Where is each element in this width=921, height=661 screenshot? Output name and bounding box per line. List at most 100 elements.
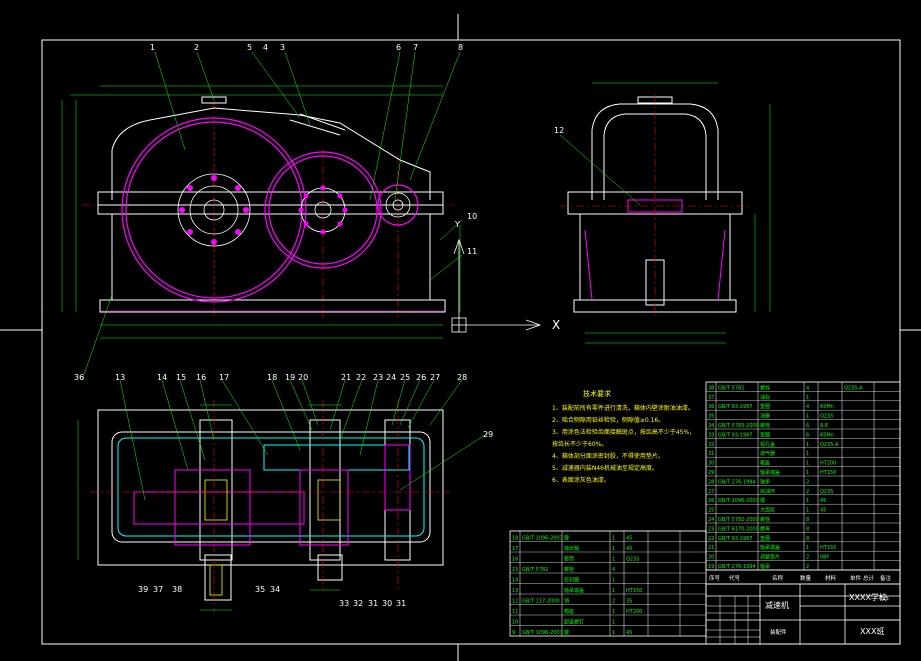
bom-right-cell: 8	[806, 526, 809, 532]
bom-right-cell: 轴承	[760, 478, 770, 485]
bom-left-cell: 1	[612, 536, 615, 542]
bom-left-cell: 套筒	[564, 556, 574, 563]
bom-left-cell: 45	[626, 536, 632, 542]
callout-top-24: 24	[386, 373, 396, 382]
bom-right-cell: HT200	[820, 461, 836, 467]
callout-top-27: 27	[430, 373, 440, 382]
bom-left-cell: GB/T 1096-2003	[522, 630, 563, 636]
bom-left-cell: 10	[512, 620, 518, 626]
bom-right-cell: 油塞	[760, 413, 770, 420]
callout-top-23: 23	[373, 373, 383, 382]
bom-left-cell: 轴承端盖	[564, 587, 584, 594]
tech-req-line-3: 3、用涂色法检验齿面接触斑点，按齿高不少于45%，	[552, 428, 695, 436]
bom-right-cell: 1	[806, 414, 809, 420]
tech-req-line-6: 5、减速器内装N46机械油至规定高度。	[552, 464, 658, 472]
bom-right-cell: 34	[708, 423, 714, 429]
bom-right-cell: 38	[708, 385, 714, 391]
callout-top-15: 15	[176, 373, 186, 382]
bom-left-cell: 1	[612, 557, 615, 563]
bom-right-cell: 21	[708, 545, 714, 551]
axis-y-label: Y	[454, 220, 460, 229]
bom-left-cell: 输出轴	[564, 545, 579, 552]
bom-right-cell: 33	[708, 432, 714, 438]
bom-left-cell: 17	[512, 546, 518, 552]
bom-left-cell: 4	[612, 567, 615, 573]
bom-right-cell: 23	[708, 526, 714, 532]
bom-left-cell: 11	[512, 609, 518, 615]
drawing-frame	[0, 14, 921, 661]
callout-top-34: 34	[270, 585, 280, 594]
bom-left-cell: 1	[612, 588, 615, 594]
title-block: 序号 代号 名称 数量 材料 单件 总计 备注 XXXX学校 减速机 1:5 X…	[705, 569, 901, 645]
bom-left-cell: 45	[626, 630, 632, 636]
bom-right-cell: Q235-A	[844, 385, 863, 391]
bom-left-cell: 12	[512, 599, 518, 605]
top-view: 13 14 15 16 17 18 19 20 21 22 23 24 25 2…	[77, 373, 493, 612]
class-name: XXX班	[860, 626, 884, 636]
title-header-3: 数量	[800, 574, 812, 582]
bom-left-cell: 1	[612, 620, 615, 626]
title-header-6: 总计	[863, 574, 875, 582]
callout-top-20: 20	[298, 373, 308, 382]
callout-top-19: 19	[285, 373, 295, 382]
bom-right-cell: 轴承	[760, 563, 770, 570]
bom-right-cell: 6	[806, 423, 809, 429]
drawing-scale: 1:5	[880, 596, 889, 602]
bom-right-cell: 螺栓	[760, 422, 770, 429]
title-header-4: 材料	[825, 574, 837, 582]
bom-right-cell: 8	[806, 517, 809, 523]
bom-right-cell: GB/T 1096-2003	[718, 498, 759, 504]
bom-right-cell: 29	[708, 470, 714, 476]
title-header-1: 代号	[729, 574, 741, 582]
bom-left-cell: HT200	[626, 609, 642, 615]
bom-left-cell: 35	[626, 599, 632, 605]
bom-right-cell: 1	[806, 545, 809, 551]
callout-top-35: 35	[255, 585, 265, 594]
tech-req-line-5: 4、箱体剖分面涂密封胶，不得使用垫片。	[552, 452, 664, 460]
bom-right-cell: GB/T 5783-2000	[718, 423, 759, 429]
school-name: XXXX学校	[849, 592, 887, 602]
bom-right-cell: GB/T 93-1987	[718, 536, 753, 542]
bom-left-cell: 15	[512, 567, 518, 573]
bom-right-cell: 25	[708, 508, 714, 514]
callout-front-3: 3	[280, 43, 285, 52]
bom-right-cell: 1	[806, 395, 809, 401]
bom-left-cell: 1	[612, 578, 615, 584]
bom-right-cell: 65Mn	[820, 432, 834, 438]
bom-right-cell: 1	[806, 451, 809, 457]
bom-right-cell: 大齿轮	[760, 507, 775, 514]
bom-left-cell: 箱座	[564, 608, 574, 615]
bom-right-cell: 轴承端盖	[760, 544, 780, 551]
bom-left-cell: 16	[512, 557, 518, 563]
bom-right-cell: Q235	[820, 489, 833, 495]
bom-right-cell: GB/T 93-1987	[718, 432, 753, 438]
callout-top-21: 21	[341, 373, 351, 382]
bom-left-cell: 18	[512, 536, 518, 542]
bom-right-cell: 22	[708, 536, 714, 542]
callout-top-28: 28	[457, 373, 467, 382]
title-header-5: 单件	[850, 574, 862, 582]
bom-right-cell: 36	[708, 404, 714, 410]
bom-right-cell: 2	[806, 564, 809, 570]
bom-right-cell: 1	[806, 498, 809, 504]
bom-right-cell: 1	[806, 442, 809, 448]
callout-top-38: 38	[172, 585, 182, 594]
bom-right-cell: 调整垫片	[760, 554, 780, 561]
bom-right-cell: 20	[708, 555, 714, 561]
bom-left-cell: 14	[512, 578, 518, 584]
callout-top-37: 37	[153, 585, 163, 594]
bom-right-cell: 30	[708, 461, 714, 467]
bom-left-cell: 螺栓	[564, 566, 574, 573]
callout-front-11: 11	[467, 247, 477, 256]
bom-right-cell: 45	[820, 508, 826, 514]
callout-front-36: 36	[74, 373, 84, 382]
bom-left-cell: GB/T 1096-2003	[522, 536, 563, 542]
callout-front-6: 6	[396, 43, 401, 52]
bom-left-cell: HT150	[626, 588, 642, 594]
callout-top-33: 33	[339, 599, 349, 608]
bom-right-cell: 8.8	[820, 423, 828, 429]
callout-top-26: 26	[416, 373, 426, 382]
callout-top-39: 39	[138, 585, 148, 594]
